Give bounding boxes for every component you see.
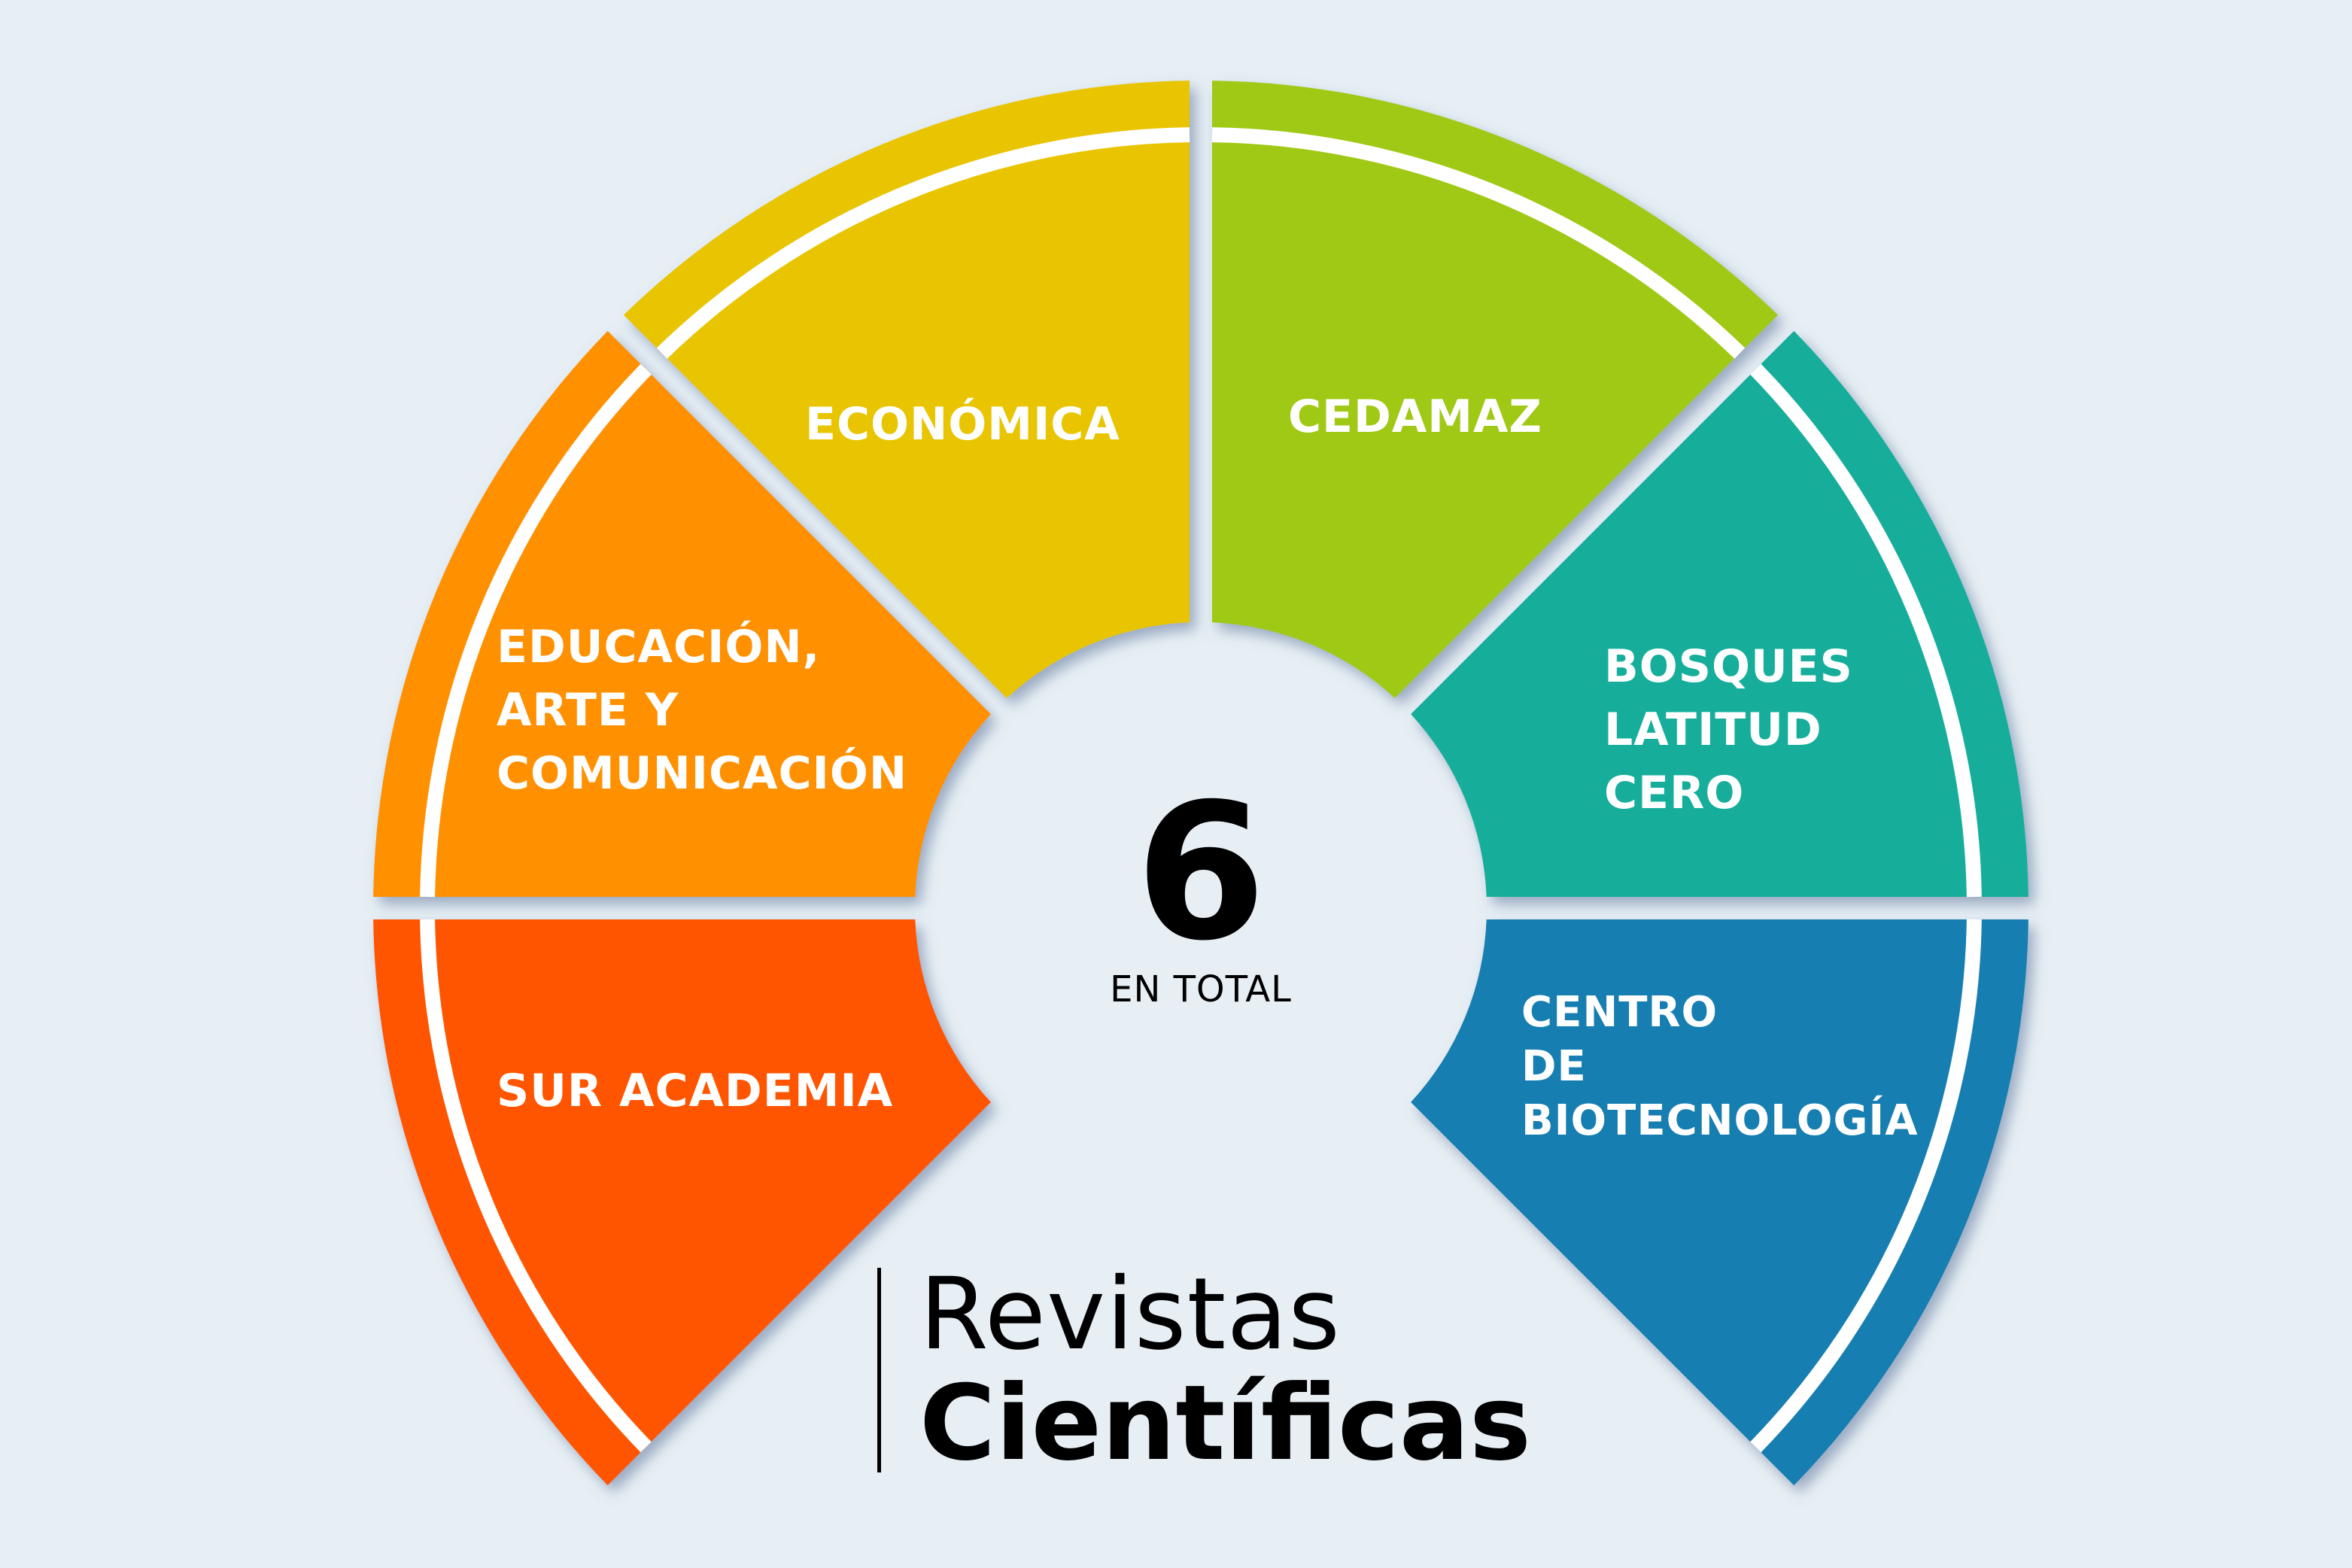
total-label: EN TOTAL: [1110, 968, 1292, 1010]
total-count: 6: [1135, 763, 1266, 982]
title-revistas: Revistas: [919, 1257, 1341, 1372]
ring-stripe: [420, 363, 652, 898]
title-divider: [877, 1268, 881, 1472]
segment-label-educacion: EDUCACIÓN, ARTE Y COMUNICACIÓN: [497, 621, 908, 800]
segment-label-economica: ECONÓMICA: [805, 398, 1120, 451]
segment-educacion: [373, 330, 991, 898]
ring-stripe: [1750, 919, 1982, 1453]
ring-stripe: [1211, 127, 1746, 359]
segment-label-bosques: BOSQUES LATITUD CERO: [1604, 640, 1853, 819]
segment-bosques: [1411, 330, 2028, 898]
segment-economica: [623, 81, 1190, 698]
segment-label-cedamaz: CEDAMAZ: [1288, 390, 1542, 443]
title-cientificas: Científicas: [919, 1363, 1532, 1484]
segment-biotecnologia: [1411, 919, 2028, 1486]
segment-label-biotecnologia: CENTRO DE BIOTECNOLOGÍA: [1521, 988, 1919, 1145]
segment-cedamaz: [1211, 81, 1779, 698]
segment-label-sur-academia: SUR ACADEMIA: [497, 1065, 894, 1117]
ring-stripe: [420, 919, 652, 1453]
ring-stripe: [1750, 363, 1982, 898]
ring-stripe: [656, 127, 1190, 359]
segment-sur-academia: [373, 919, 991, 1486]
